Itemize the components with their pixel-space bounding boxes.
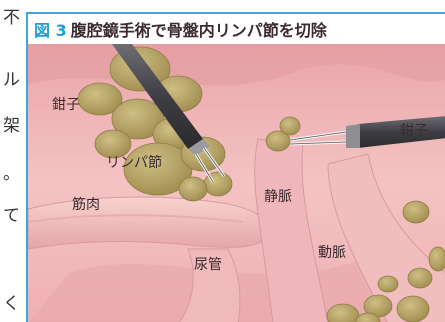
surgery-illustration: 鉗子 鉗子 リンパ節 筋肉 静脈 動脈 尿管	[28, 44, 445, 322]
figure-title-bar: 図 3 腹腔鏡手術で骨盤内リンパ節を切除	[28, 14, 445, 44]
illustration-svg	[28, 44, 445, 322]
label-lymph-node: リンパ節	[106, 152, 162, 172]
label-ureter: 尿管	[194, 254, 222, 274]
side-char: ル	[3, 72, 20, 89]
side-text-column: 不 ル 架 。 て く	[0, 0, 24, 322]
side-char: 架	[3, 118, 20, 135]
figure: 図 3 腹腔鏡手術で骨盤内リンパ節を切除	[26, 12, 445, 322]
label-artery: 動脈	[318, 242, 346, 262]
side-char: 不	[3, 10, 20, 27]
side-char: く	[3, 296, 20, 313]
figure-title: 腹腔鏡手術で骨盤内リンパ節を切除	[71, 17, 327, 41]
label-vein: 静脈	[264, 186, 292, 206]
label-forceps-right: 鉗子	[400, 120, 428, 140]
side-char: 。	[3, 166, 20, 183]
label-forceps-left: 鉗子	[52, 94, 80, 114]
figure-number: 図 3	[34, 17, 67, 41]
side-char: て	[3, 208, 20, 225]
label-muscle: 筋肉	[72, 194, 100, 214]
